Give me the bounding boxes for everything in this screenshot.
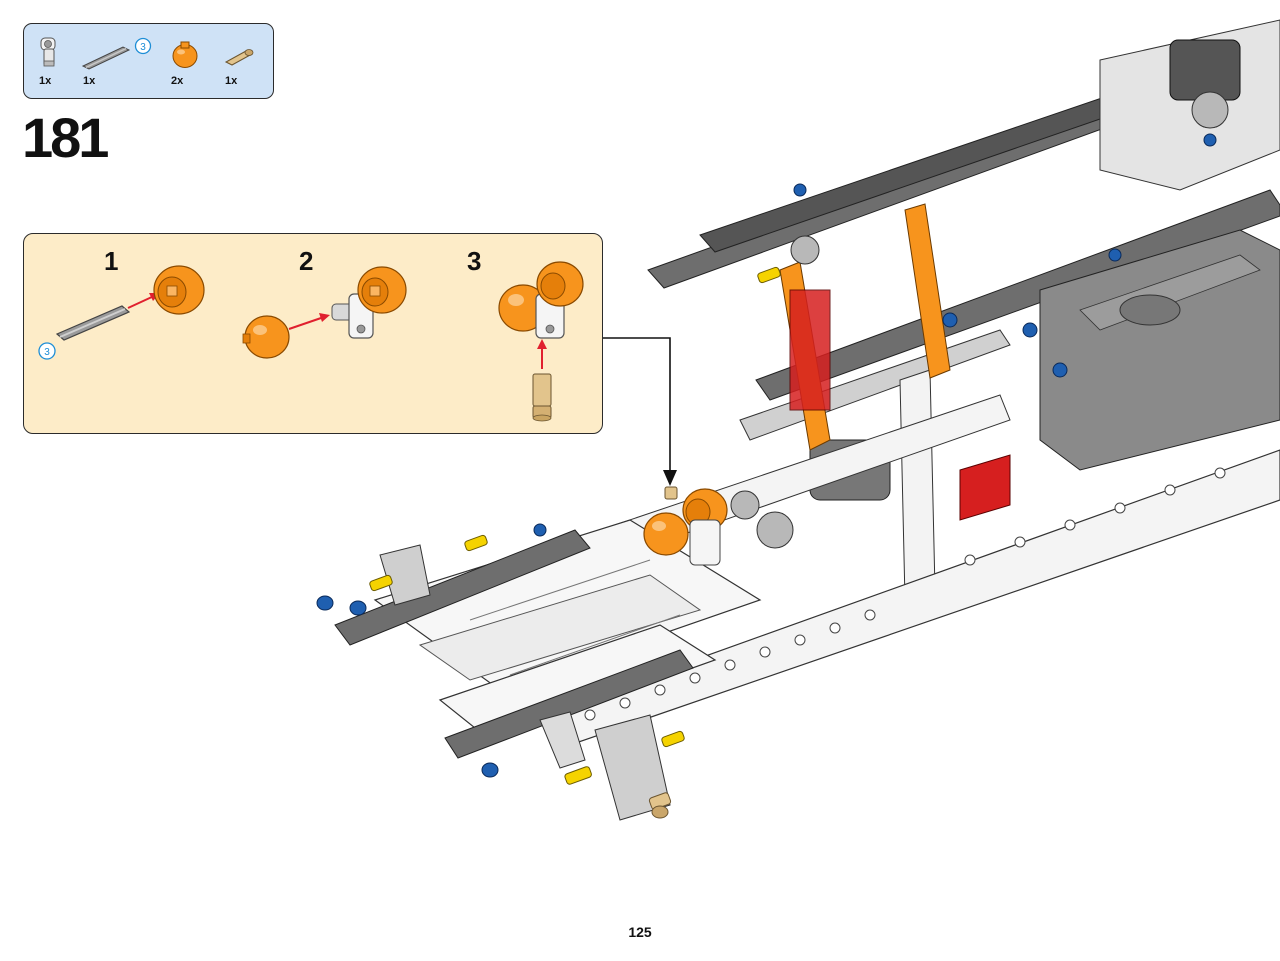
substep-callout: 1 2 3 3 (23, 233, 603, 434)
orange-ball-icon (498, 284, 548, 332)
orange-ball-icon (242, 315, 290, 359)
axle-icon (55, 305, 131, 341)
orange-ball-joint (643, 486, 728, 566)
orange-ball-icon (357, 266, 407, 314)
front-pivot-arms (379, 544, 671, 821)
motor-block (1039, 229, 1280, 471)
front-gray-beams (334, 529, 694, 759)
svg-text:3: 3 (140, 42, 146, 53)
axle-icon (79, 42, 134, 70)
chassis-upper-rails (647, 84, 1280, 401)
central-frame (739, 19, 1280, 601)
orange-ball-icon (153, 265, 205, 315)
gear-icon (730, 91, 1229, 549)
blue-pins (316, 133, 1217, 778)
red-arrow-icon (288, 313, 330, 330)
orange-ball-icon (170, 39, 200, 71)
tan-pin-icon (532, 373, 552, 422)
red-arrow-icon (537, 339, 547, 369)
length-badge-icon: 3 (134, 37, 152, 55)
substep-number: 2 (299, 246, 314, 276)
part-qty: 1x (225, 75, 238, 87)
orange-ball-icon (536, 261, 584, 307)
front-white-plates (373, 519, 762, 741)
part-qty: 1x (39, 75, 52, 87)
page-number: 125 (628, 924, 652, 940)
parts-list-callout: 1x 3 1x 2x 1x (23, 23, 274, 99)
tan-pin-icon (222, 46, 258, 68)
substep-number: 1 (104, 246, 119, 276)
part-qty: 1x (83, 75, 96, 87)
substep-number: 3 (467, 246, 482, 276)
step-number: 181 (22, 106, 109, 169)
substep-illustrations: 3 (38, 261, 584, 422)
yellow-pins (369, 266, 781, 785)
svg-text:3: 3 (44, 347, 50, 358)
part-qty: 2x (171, 75, 184, 87)
pin-connector-icon (34, 34, 64, 70)
tan-pin-icon (648, 792, 672, 819)
callout-pointer-arrow (603, 337, 677, 486)
beam-holes (584, 467, 1226, 721)
length-badge-icon: 3 (38, 342, 56, 360)
